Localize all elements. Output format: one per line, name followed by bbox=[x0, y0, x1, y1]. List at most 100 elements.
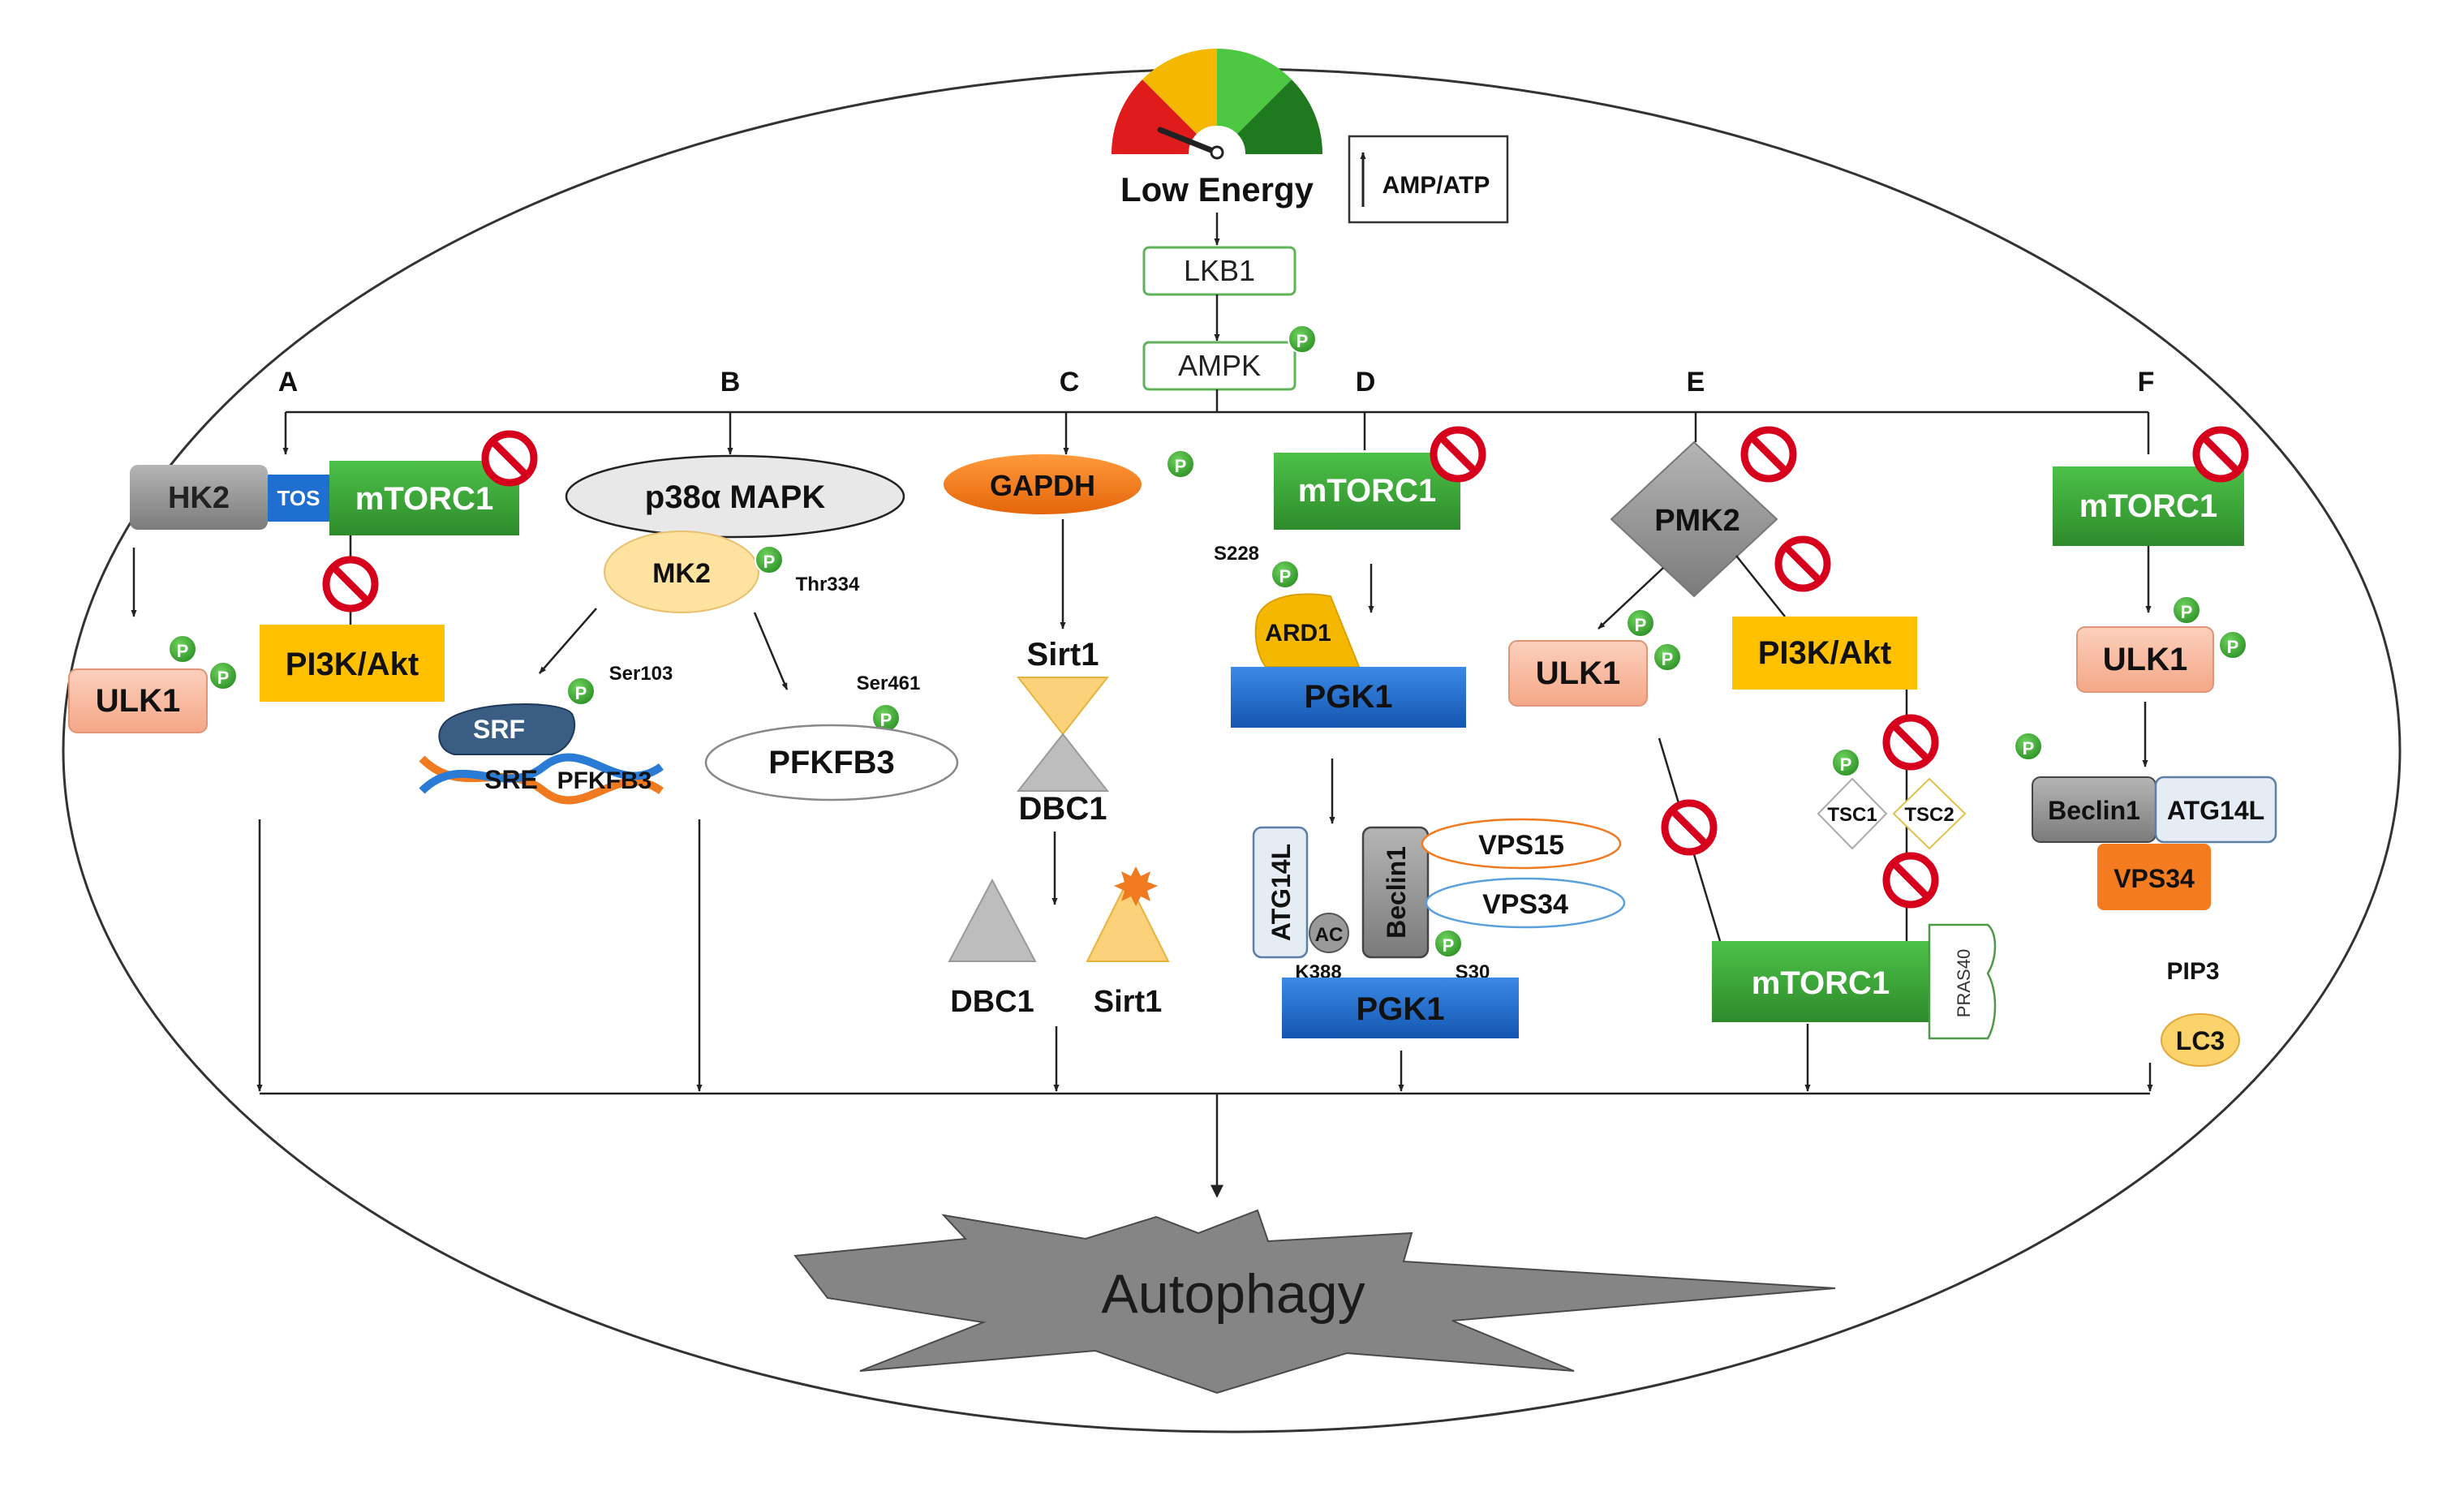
inhibit-icon bbox=[1778, 539, 1827, 588]
lc3-node bbox=[2161, 1013, 2240, 1067]
vps15-node bbox=[1421, 818, 1622, 870]
svg-text:TSC1: TSC1 bbox=[1827, 804, 1877, 826]
branch-e: PMK2 ULK1 P P PI3K/Akt P TSC1 TSC2 mTORC… bbox=[1508, 430, 1997, 1092]
lkb1-node bbox=[1142, 246, 1297, 296]
mtorc1-node-d bbox=[1274, 453, 1460, 530]
inhibit-icon bbox=[1886, 718, 1935, 767]
svg-text:MK2: MK2 bbox=[652, 558, 711, 589]
gauge-segment-darkgreen bbox=[1237, 80, 1323, 154]
svg-text:VPS15: VPS15 bbox=[1478, 830, 1564, 861]
pmk2-node bbox=[1610, 441, 1778, 598]
svg-text:SRE: SRE bbox=[484, 765, 538, 794]
svg-text:PGK1: PGK1 bbox=[1357, 991, 1445, 1027]
svg-text:ULK1: ULK1 bbox=[2103, 642, 2187, 677]
svg-text:Sirt1: Sirt1 bbox=[1094, 985, 1162, 1019]
svg-text:TOS: TOS bbox=[277, 486, 320, 510]
atg14l-node-f bbox=[2154, 776, 2277, 844]
branch-f: mTORC1 ULK1 P P P Beclin1 ATG14L VPS34 P… bbox=[2014, 430, 2277, 1092]
svg-text:LC3: LC3 bbox=[2176, 1026, 2225, 1055]
svg-text:mTORC1: mTORC1 bbox=[1298, 473, 1436, 509]
svg-text:GAPDH: GAPDH bbox=[990, 469, 1095, 502]
gauge-label: Low Energy bbox=[1120, 170, 1314, 208]
ard1-node bbox=[1254, 593, 1361, 668]
inhibit-icon bbox=[1886, 856, 1935, 905]
branch-d: mTORC1 S228 P ARD1 PGK1 ATG14L AC K388 B… bbox=[1214, 430, 1626, 1092]
vps34-node-f bbox=[2097, 844, 2211, 910]
svg-text:TSC2: TSC2 bbox=[1904, 804, 1954, 826]
dbc1-shape bbox=[1016, 733, 1110, 792]
branch-label-b: B bbox=[720, 367, 741, 398]
tsc1-node bbox=[1817, 777, 1888, 850]
svg-text:P: P bbox=[575, 683, 587, 703]
svg-text:AC: AC bbox=[1315, 924, 1344, 946]
svg-text:VPS34: VPS34 bbox=[1482, 889, 1568, 920]
ampk-node bbox=[1142, 341, 1297, 391]
svg-text:PMK2: PMK2 bbox=[1654, 504, 1740, 538]
inhibit-icon bbox=[1434, 430, 1482, 479]
inhibit-icon bbox=[1744, 430, 1793, 479]
atg14l-node bbox=[1252, 826, 1309, 959]
svg-text:SRF: SRF bbox=[473, 715, 525, 744]
svg-text:PI3K/Akt: PI3K/Akt bbox=[1758, 635, 1892, 671]
energy-gauge bbox=[1111, 48, 1323, 160]
dna-helix-icon bbox=[419, 753, 664, 805]
svg-text:PRAS40: PRAS40 bbox=[1954, 949, 1974, 1017]
mtorc1-node-e bbox=[1712, 941, 1929, 1022]
mk2-node bbox=[604, 531, 759, 613]
svg-text:P: P bbox=[763, 552, 776, 572]
svg-text:P: P bbox=[880, 710, 892, 730]
svg-text:Sirt1: Sirt1 bbox=[1027, 637, 1099, 673]
svg-text:ATG14L: ATG14L bbox=[1266, 844, 1296, 941]
svg-text:Beclin1: Beclin1 bbox=[2048, 796, 2140, 825]
pi3k-node-a bbox=[260, 625, 445, 702]
inhibit-icon bbox=[485, 434, 534, 483]
svg-text:PFKFB3: PFKFB3 bbox=[768, 745, 895, 780]
amp-atp-box: AMP/ATP bbox=[1348, 135, 1509, 224]
svg-text:Beclin1: Beclin1 bbox=[1382, 846, 1411, 939]
activation-burst-icon bbox=[1114, 866, 1158, 906]
svg-text:ULK1: ULK1 bbox=[1536, 655, 1620, 691]
svg-text:PGK1: PGK1 bbox=[1305, 679, 1393, 715]
svg-text:mTORC1: mTORC1 bbox=[355, 481, 493, 517]
svg-text:P: P bbox=[1443, 935, 1455, 956]
branch-label-a: A bbox=[278, 367, 299, 398]
vps34-node bbox=[1425, 877, 1626, 929]
ulk1-node-a bbox=[68, 668, 208, 733]
ulk1-node-e bbox=[1508, 640, 1648, 707]
svg-text:mTORC1: mTORC1 bbox=[1752, 965, 1890, 1001]
pgk1-lower-node bbox=[1282, 978, 1519, 1038]
svg-text:PIP3: PIP3 bbox=[2166, 958, 2219, 985]
sirt1-free-shape bbox=[1086, 878, 1170, 962]
gauge-segment-lightgreen bbox=[1217, 48, 1292, 134]
svg-text:Ser461: Ser461 bbox=[857, 673, 921, 694]
gauge-segment-yellow bbox=[1142, 48, 1217, 135]
pras40-node bbox=[1928, 923, 1997, 1040]
pgk1-node bbox=[1231, 667, 1466, 728]
tsc2-node bbox=[1892, 777, 1967, 850]
svg-text:ATG14L: ATG14L bbox=[2167, 796, 2264, 825]
amp-atp-label: AMP/ATP bbox=[1383, 172, 1490, 199]
inhibit-icon bbox=[2196, 430, 2245, 479]
svg-text:mTORC1: mTORC1 bbox=[2079, 488, 2217, 524]
svg-text:p38α MAPK: p38α MAPK bbox=[645, 479, 826, 515]
svg-text:Thr334: Thr334 bbox=[796, 574, 860, 595]
p38-node bbox=[565, 454, 905, 539]
branch-c: GAPDH P Sirt1 DBC1 DBC1 Sirt1 bbox=[944, 449, 1195, 1092]
svg-text:P: P bbox=[2023, 738, 2035, 759]
hk2-node bbox=[130, 465, 268, 530]
svg-text:ARD1: ARD1 bbox=[1265, 620, 1331, 647]
svg-text:HK2: HK2 bbox=[168, 481, 230, 515]
pi3k-node-e bbox=[1732, 617, 1917, 690]
acetyl-node bbox=[1309, 913, 1349, 953]
svg-text:S228: S228 bbox=[1214, 543, 1259, 565]
ampk-label: AMPK bbox=[1178, 349, 1261, 382]
pfkfb3-node bbox=[704, 724, 959, 802]
svg-text:Ser103: Ser103 bbox=[609, 663, 673, 685]
beclin1-node bbox=[1361, 826, 1430, 959]
svg-text:DBC1: DBC1 bbox=[1019, 791, 1107, 827]
srf-node bbox=[438, 703, 576, 755]
svg-text:P: P bbox=[177, 641, 189, 661]
svg-text:P: P bbox=[2227, 637, 2239, 657]
svg-text:P: P bbox=[1175, 456, 1187, 476]
